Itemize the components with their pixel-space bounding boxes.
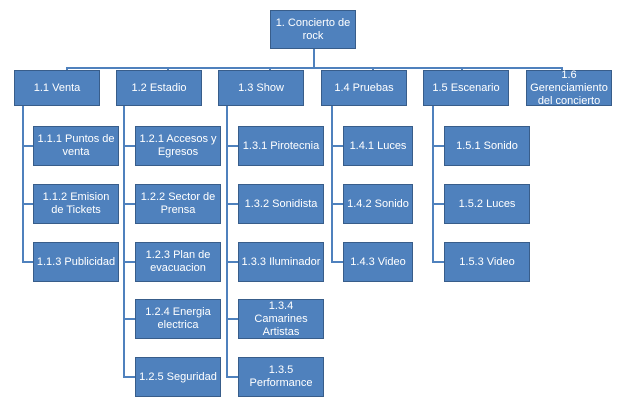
branch-connector-1 <box>66 67 68 70</box>
wbs-node-1-2-5: 1.2.5 Seguridad <box>135 357 221 397</box>
branch-2-tick <box>123 261 135 263</box>
branch-4-spine <box>331 105 333 263</box>
branch-4-tick <box>331 203 343 205</box>
wbs-node-1-5-1: 1.5.1 Sonido <box>444 126 530 166</box>
branch-1-tick <box>22 261 33 263</box>
wbs-node-1-3-4: 1.3.4 Camarines Artistas <box>238 299 324 339</box>
branch-connector-2 <box>167 67 169 70</box>
node-label: 1.3.3 Iluminador <box>241 255 321 268</box>
node-label: 1.2 Estadio <box>131 81 187 94</box>
branch-2-tick <box>123 145 135 147</box>
node-label: 1.1 Venta <box>33 81 81 94</box>
node-label: 1.3.2 Sonidista <box>244 197 318 210</box>
branch-3-tick <box>226 318 238 320</box>
node-label: 1.5.1 Sonido <box>456 139 518 152</box>
branch-2-tick <box>123 203 135 205</box>
wbs-node-1-5: 1.5 Escenario <box>423 70 509 106</box>
wbs-node-1-1-1: 1.1.1 Puntos de venta <box>33 126 119 166</box>
wbs-node-1-4-3: 1.4.3 Video <box>343 242 413 282</box>
wbs-node-1-3-3: 1.3.3 Iluminador <box>238 242 324 282</box>
wbs-node-1-3: 1.3 Show <box>218 70 304 106</box>
wbs-node-1-1-3: 1.1.3 Publicidad <box>33 242 119 282</box>
wbs-node-1-2-1: 1.2.1 Accesos y Egresos <box>135 126 221 166</box>
branch-2-tick <box>123 376 135 378</box>
node-label: 1.1.2 Emision de Tickets <box>42 191 110 216</box>
wbs-root-label: 1. Concierto de rock <box>275 16 351 42</box>
branch-3-tick <box>226 203 238 205</box>
wbs-node-1-1: 1.1 Venta <box>14 70 100 106</box>
wbs-node-1-3-2: 1.3.2 Sonidista <box>238 184 324 224</box>
node-label: 1.4.1 Luces <box>349 139 407 152</box>
branch-4-tick <box>331 145 343 147</box>
branch-3-spine <box>226 105 228 378</box>
branch-4-tick <box>331 261 343 263</box>
branch-1-tick <box>22 145 33 147</box>
node-label: 1.3 Show <box>238 81 284 94</box>
node-label: 1.3.4 Camarines Artistas <box>254 299 308 338</box>
node-label: 1.2.4 Energia electrica <box>145 306 211 331</box>
branch-connector-5 <box>461 67 463 70</box>
node-label: 1.3.1 Pirotecnia <box>242 139 320 152</box>
branch-bus <box>66 67 563 69</box>
wbs-node-1-4-2: 1.4.2 Sonido <box>343 184 413 224</box>
wbs-node-1-2-3: 1.2.3 Plan de evacuacion <box>135 242 221 282</box>
branch-5-tick <box>432 203 444 205</box>
wbs-root-node: 1. Concierto de rock <box>270 10 356 49</box>
node-label: 1.1.3 Publicidad <box>36 255 116 268</box>
branch-5-spine <box>432 105 434 263</box>
node-label: 1.6 Gerenciamiento del concierto <box>530 68 608 107</box>
root-connector <box>313 48 315 68</box>
node-label: 1.5.2 Luces <box>458 197 516 210</box>
wbs-node-1-2: 1.2 Estadio <box>116 70 202 106</box>
branch-1-spine <box>22 105 24 263</box>
branch-1-tick <box>22 203 33 205</box>
node-label: 1.4.3 Video <box>350 255 406 268</box>
wbs-node-1-4-1: 1.4.1 Luces <box>343 126 413 166</box>
wbs-node-1-5-3: 1.5.3 Video <box>444 242 530 282</box>
branch-3-tick <box>226 145 238 147</box>
node-label: 1.5.3 Video <box>459 255 515 268</box>
branch-3-tick <box>226 376 238 378</box>
wbs-node-1-3-5: 1.3.5 Performance <box>238 357 324 397</box>
wbs-node-1-2-2: 1.2.2 Sector de Prensa <box>135 184 221 224</box>
wbs-node-1-1-2: 1.1.2 Emision de Tickets <box>33 184 119 224</box>
node-label: 1.2.1 Accesos y Egresos <box>139 133 217 158</box>
branch-5-tick <box>432 261 444 263</box>
node-label: 1.2.2 Sector de Prensa <box>140 191 216 216</box>
wbs-node-1-3-1: 1.3.1 Pirotecnia <box>238 126 324 166</box>
wbs-node-1-2-4: 1.2.4 Energia electrica <box>135 299 221 339</box>
node-label: 1.4 Pruebas <box>334 81 394 94</box>
node-label: 1.4.2 Sonido <box>347 197 409 210</box>
node-label: 1.3.5 Performance <box>249 364 313 389</box>
branch-2-spine <box>123 105 125 378</box>
wbs-node-1-6: 1.6 Gerenciamiento del concierto <box>526 68 612 107</box>
branch-5-tick <box>432 145 444 147</box>
wbs-node-1-4: 1.4 Pruebas <box>321 70 407 106</box>
node-label: 1.2.3 Plan de evacuacion <box>145 249 211 274</box>
branch-3-tick <box>226 261 238 263</box>
branch-2-tick <box>123 318 135 320</box>
branch-connector-6 <box>561 67 563 70</box>
node-label: 1.5 Escenario <box>432 81 500 94</box>
wbs-node-1-5-2: 1.5.2 Luces <box>444 184 530 224</box>
node-label: 1.1.1 Puntos de venta <box>37 133 115 158</box>
node-label: 1.2.5 Seguridad <box>139 370 217 383</box>
branch-connector-3 <box>269 67 271 70</box>
branch-connector-4 <box>372 67 374 70</box>
